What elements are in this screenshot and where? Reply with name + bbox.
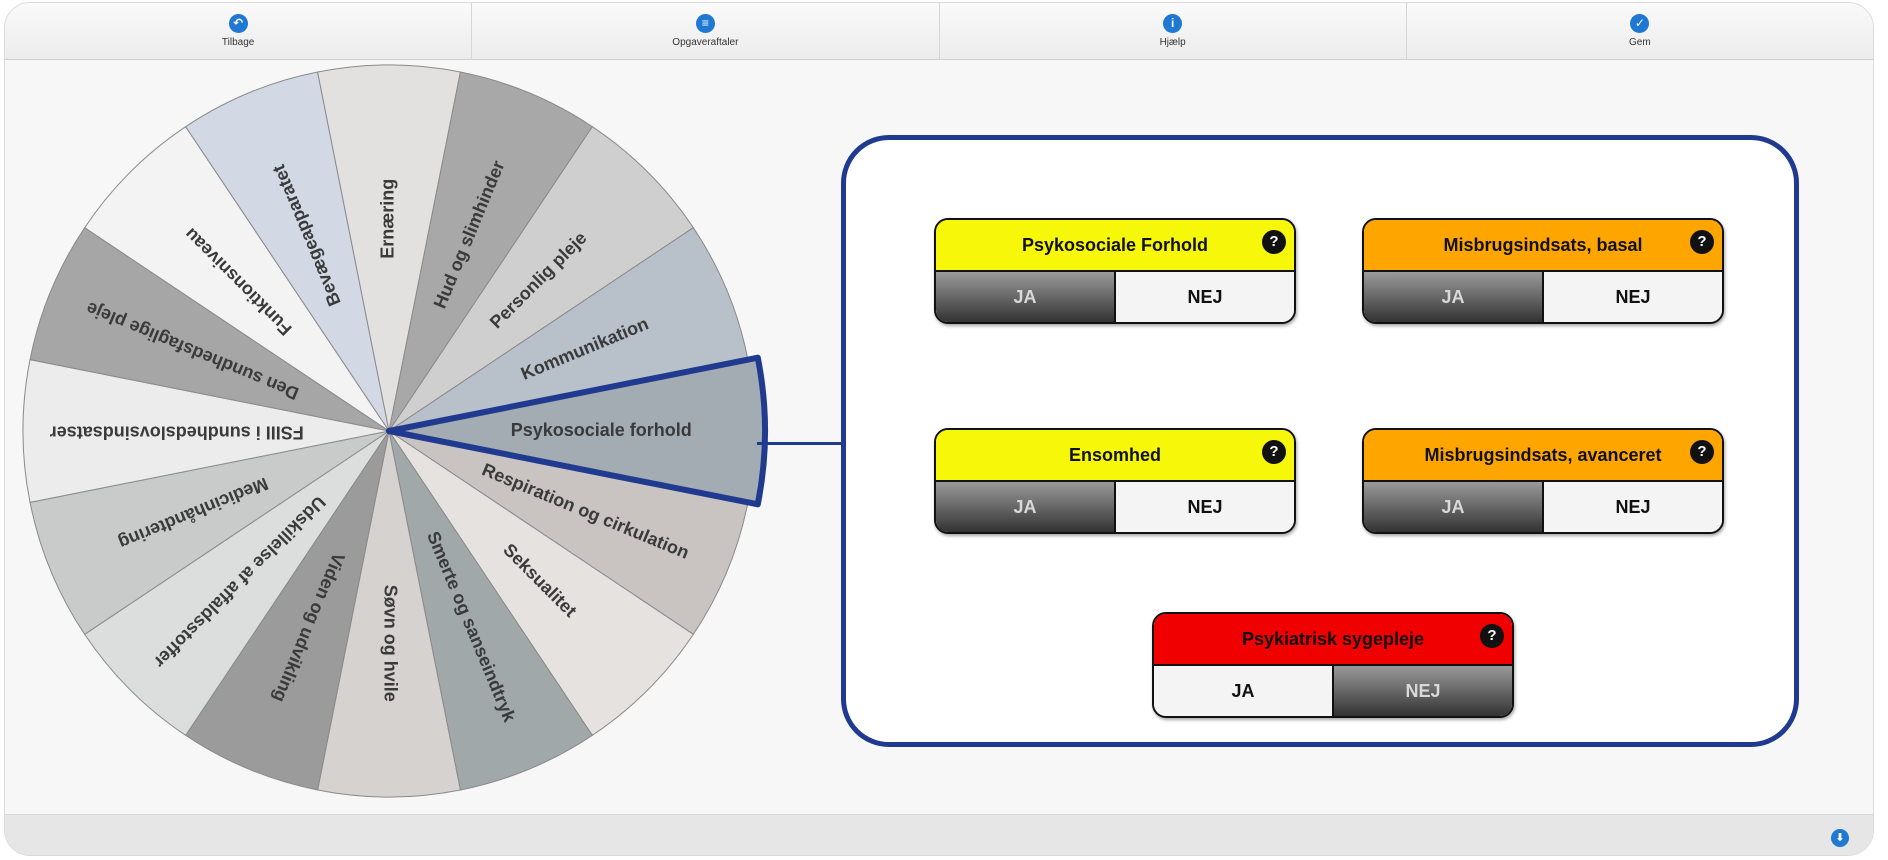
help-question-icon[interactable]: ? (1690, 440, 1714, 464)
wheel-segment[interactable] (388, 71, 594, 432)
card-title: Misbrugsindsats, basal (1443, 234, 1643, 255)
card-header: Misbrugsindsats, basal ? (1364, 220, 1722, 272)
wheel-segment[interactable] (29, 430, 390, 636)
card-ensomhed: Ensomhed ? JA NEJ (934, 428, 1296, 534)
yes-button[interactable]: JA (936, 272, 1116, 322)
app-window: ↶ Tilbage ≡ Opgaveraftaler i Hjælp ✓ Gem… (4, 2, 1874, 856)
card-misbrugsindsats-avanceret: Misbrugsindsats, avanceret ? JA NEJ (1362, 428, 1724, 534)
back-icon: ↶ (228, 14, 248, 33)
no-button[interactable]: NEJ (1334, 666, 1512, 716)
info-icon: i (1163, 14, 1183, 33)
wheel-segment[interactable] (83, 430, 390, 737)
wheel-segment[interactable] (83, 125, 390, 432)
wheel-segment[interactable] (184, 430, 390, 791)
help-button[interactable]: i Hjælp (939, 3, 1407, 60)
yes-button[interactable]: JA (936, 482, 1116, 532)
wheel-segment-label: FSIII i sundhedslovsindsatser (50, 422, 304, 442)
no-button[interactable]: NEJ (1116, 482, 1294, 532)
help-label: Hjælp (1159, 37, 1186, 48)
card-header: Psykiatrisk sygepleje ? (1154, 614, 1512, 666)
wheel-segment-label: Psykosociale forhold (511, 420, 692, 440)
toolbar: ↶ Tilbage ≡ Opgaveraftaler i Hjælp ✓ Gem (5, 3, 1873, 60)
wheel-segment-label: Søvn og hvile (380, 585, 400, 702)
card-psykosociale-forhold: Psykosociale Forhold ? JA NEJ (934, 218, 1296, 324)
list-icon: ≡ (695, 14, 715, 33)
save-button[interactable]: ✓ Gem (1406, 3, 1873, 60)
card-header: Psykosociale Forhold ? (936, 220, 1294, 272)
wheel-segment[interactable] (317, 64, 461, 432)
card-misbrugsindsats-basal: Misbrugsindsats, basal ? JA NEJ (1362, 218, 1724, 324)
help-question-icon[interactable]: ? (1480, 624, 1504, 648)
selection-connector (757, 442, 843, 445)
tasks-button[interactable]: ≡ Opgaveraftaler (472, 3, 940, 60)
check-icon: ✓ (1630, 14, 1650, 33)
wheel-segment[interactable] (184, 71, 390, 432)
help-question-icon[interactable]: ? (1262, 230, 1286, 254)
back-label: Tilbage (221, 37, 255, 48)
yes-button[interactable]: JA (1154, 666, 1334, 716)
yes-button[interactable]: JA (1364, 482, 1544, 532)
card-title: Psykiatrisk sygepleje (1241, 628, 1425, 649)
selected-segment-outline (386, 354, 768, 508)
no-button[interactable]: NEJ (1544, 482, 1722, 532)
wheel-segment[interactable] (317, 430, 461, 798)
no-button[interactable]: NEJ (1544, 272, 1722, 322)
save-label: Gem (1629, 37, 1651, 48)
card-psykiatrisk-sygepleje: Psykiatrisk sygepleje ? JA NEJ (1152, 612, 1514, 718)
wheel-segment[interactable] (388, 430, 594, 791)
wheel-segment[interactable] (388, 226, 749, 432)
help-question-icon[interactable]: ? (1690, 230, 1714, 254)
scroll-indicator-icon[interactable]: ⬇ (1831, 829, 1849, 847)
wheel-segment[interactable] (388, 125, 695, 432)
wheel-segment-label: Ernæring (378, 179, 398, 259)
subcategory-panel: Psykosociale Forhold ? JA NEJ Misbrugsin… (841, 135, 1799, 747)
yes-button[interactable]: JA (1364, 272, 1544, 322)
card-header: Misbrugsindsats, avanceret ? (1364, 430, 1722, 482)
wheel-segment[interactable] (388, 430, 695, 737)
card-title: Ensomhed (1068, 444, 1161, 465)
wheel-segment[interactable] (22, 359, 390, 503)
wheel-segment[interactable] (29, 226, 390, 432)
no-button[interactable]: NEJ (1116, 272, 1294, 322)
card-title: Misbrugsindsats, avanceret (1424, 444, 1662, 465)
wheel-segment[interactable] (388, 430, 749, 636)
back-button[interactable]: ↶ Tilbage (5, 3, 473, 60)
help-question-icon[interactable]: ? (1262, 440, 1286, 464)
card-title: Psykosociale Forhold (1021, 234, 1209, 255)
tasks-label: Opgaveraftaler (672, 37, 739, 48)
bottom-bar: ⬇ (5, 814, 1873, 855)
card-header: Ensomhed ? (936, 430, 1294, 482)
